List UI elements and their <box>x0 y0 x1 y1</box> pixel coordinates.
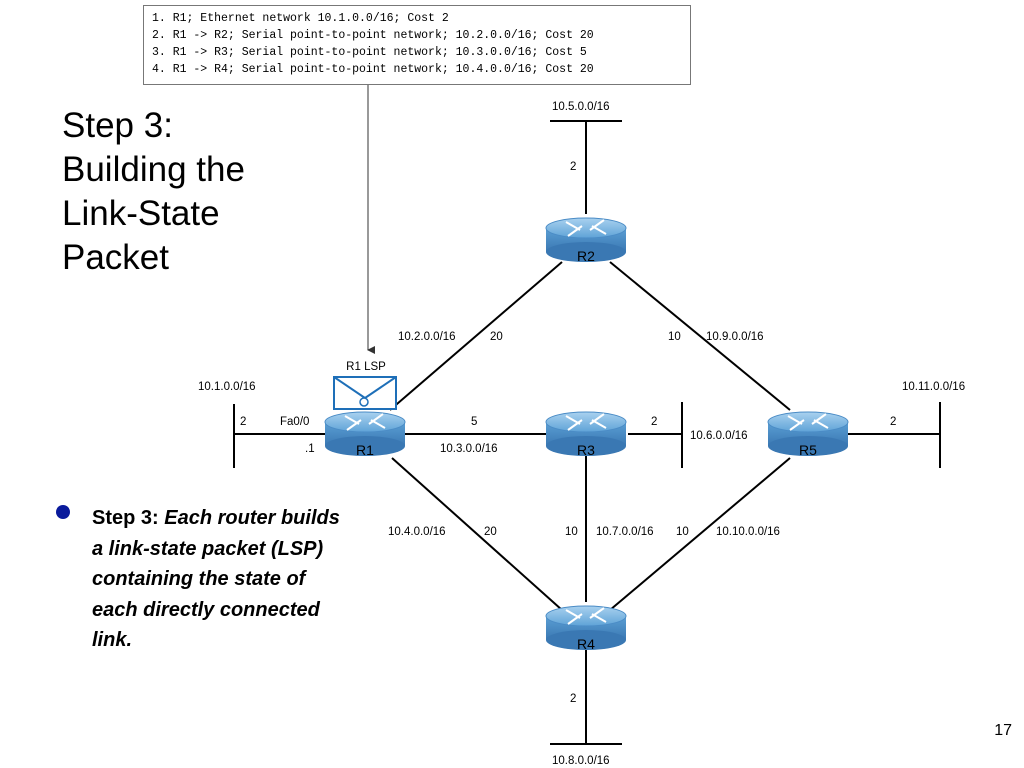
bullet-text: Step 3: Each router builds a link-state … <box>92 503 352 656</box>
network-label-10-9: 10.9.0.0/16 <box>706 331 764 343</box>
lsp-entries-box: 1. R1; Ethernet network 10.1.0.0/16; Cos… <box>143 5 691 85</box>
link-r1-r2 <box>389 261 563 411</box>
router-arrows-icon <box>787 413 829 431</box>
title-line-4: Packet <box>62 238 169 277</box>
cost-label-r4-lan: 2 <box>570 693 576 705</box>
cost-label-r5-lan: 2 <box>890 416 896 428</box>
bullet-lead: Step 3: <box>92 507 159 529</box>
lsp-envelope-icon <box>333 376 397 410</box>
network-label-10-1: 10.1.0.0/16 <box>198 381 256 393</box>
router-label-r2: R2 <box>577 248 595 264</box>
lan-r5 <box>848 402 941 468</box>
cost-label-r1-r2: 20 <box>490 331 503 343</box>
cost-label-r3-lan: 2 <box>651 416 657 428</box>
network-label-10-7: 10.7.0.0/16 <box>596 526 654 538</box>
router-r2: R2 <box>545 217 627 264</box>
router-arrows-icon <box>565 413 607 431</box>
lsp-entry-4: 4. R1 -> R4; Serial point-to-point netwo… <box>152 63 594 76</box>
cost-label-r1-lan: 2 <box>240 416 246 428</box>
lan-r3 <box>628 402 683 468</box>
cost-label-r3-r4: 10 <box>565 526 578 538</box>
network-label-10-11: 10.11.0.0/16 <box>902 381 965 393</box>
interface-host-label: .1 <box>305 443 315 455</box>
network-label-10-5: 10.5.0.0/16 <box>552 101 610 113</box>
cost-label-r1-r4: 20 <box>484 526 497 538</box>
title-line-1: Step 3: <box>62 106 173 145</box>
network-label-10-8: 10.8.0.0/16 <box>552 755 610 767</box>
router-r1: R1 <box>324 411 406 458</box>
bullet-icon <box>56 505 70 519</box>
network-label-10-10: 10.10.0.0/16 <box>716 526 780 538</box>
link-r4-r5 <box>609 457 791 611</box>
router-label-r3: R3 <box>577 442 595 458</box>
link-r1-r4 <box>391 457 563 611</box>
bullet-body: Each router builds a link-state packet (… <box>92 507 340 651</box>
cost-label-r4-r5: 10 <box>676 526 689 538</box>
router-arrows-icon <box>565 219 607 237</box>
router-arrows-icon <box>565 607 607 625</box>
cost-label-r2-r5: 10 <box>668 331 681 343</box>
lsp-envelope-label: R1 LSP <box>346 361 386 373</box>
router-r5: R5 <box>767 411 849 458</box>
cost-label-r2-lan: 2 <box>570 161 576 173</box>
title-line-3: Link-State <box>62 194 220 233</box>
cost-label-r1-r3: 5 <box>471 416 477 428</box>
router-r3: R3 <box>545 411 627 458</box>
network-label-10-4: 10.4.0.0/16 <box>388 526 446 538</box>
lsp-entry-1: 1. R1; Ethernet network 10.1.0.0/16; Cos… <box>152 12 449 25</box>
lan-r2 <box>550 120 622 214</box>
router-label-r4: R4 <box>577 636 595 652</box>
router-label-r1: R1 <box>356 442 374 458</box>
lsp-entry-3: 3. R1 -> R3; Serial point-to-point netwo… <box>152 46 587 59</box>
network-label-10-6: 10.6.0.0/16 <box>690 430 748 442</box>
interface-name-label: Fa0/0 <box>280 416 309 428</box>
link-r2-r5 <box>609 261 791 411</box>
router-r4: R4 <box>545 605 627 652</box>
page-number: 17 <box>994 722 1012 739</box>
network-label-10-2: 10.2.0.0/16 <box>398 331 456 343</box>
network-label-10-3: 10.3.0.0/16 <box>440 443 498 455</box>
router-arrows-icon <box>344 413 386 431</box>
lan-r4 <box>550 648 622 745</box>
slide-title: Step 3: Building the Link-State Packet <box>62 104 245 280</box>
router-label-r5: R5 <box>799 442 817 458</box>
lsp-entry-2: 2. R1 -> R2; Serial point-to-point netwo… <box>152 29 594 42</box>
title-line-2: Building the <box>62 150 245 189</box>
